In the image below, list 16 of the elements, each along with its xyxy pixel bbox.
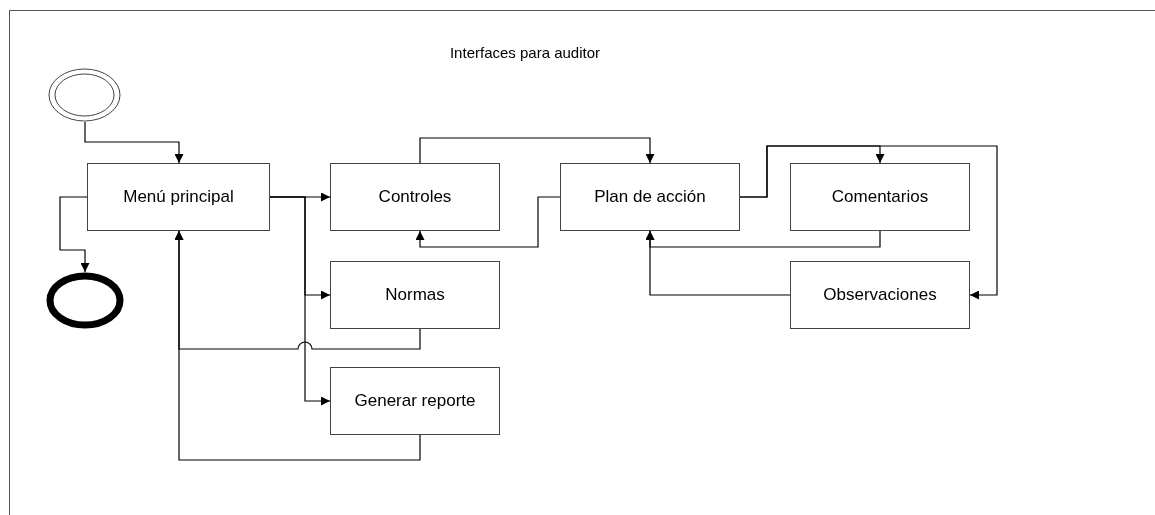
connector-arrow	[419, 137, 655, 164]
connector-arrow	[269, 196, 331, 406]
connector-arrow	[174, 230, 421, 461]
connector-arrow	[739, 145, 998, 300]
connector-arrow	[645, 230, 791, 296]
process-box: Plan de acción	[560, 163, 740, 231]
connector-arrow	[415, 196, 561, 248]
diagram-title: Interfaces para auditor	[448, 44, 602, 61]
process-box: Normas	[330, 261, 500, 329]
process-box: Comentarios	[790, 163, 970, 231]
process-box: Generar reporte	[330, 367, 500, 435]
process-box: Observaciones	[790, 261, 970, 329]
process-box: Menú principal	[87, 163, 270, 231]
process-box: Controles	[330, 163, 500, 231]
connector-arrow	[84, 121, 184, 164]
connector-arrow	[59, 196, 90, 273]
